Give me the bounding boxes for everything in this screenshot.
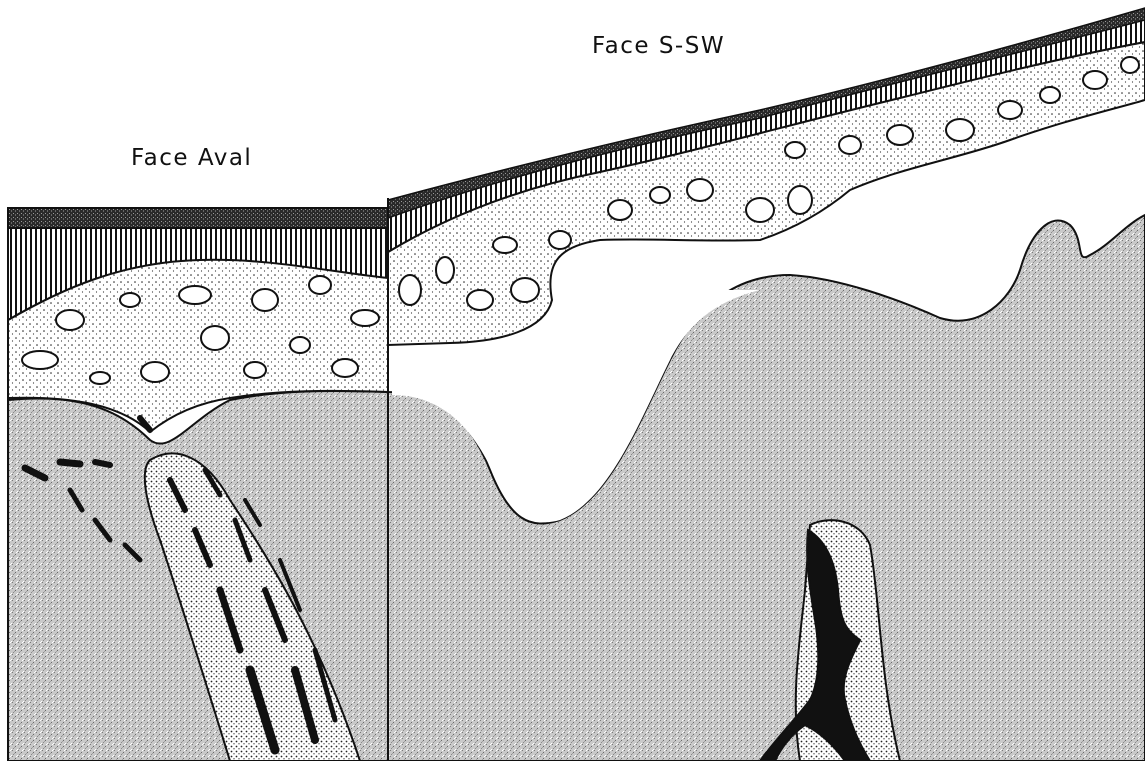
face-ssw-label: Face S-SW (592, 33, 725, 59)
crust-layer-aval (8, 208, 388, 228)
face-aval-label: Face Aval (131, 145, 252, 171)
